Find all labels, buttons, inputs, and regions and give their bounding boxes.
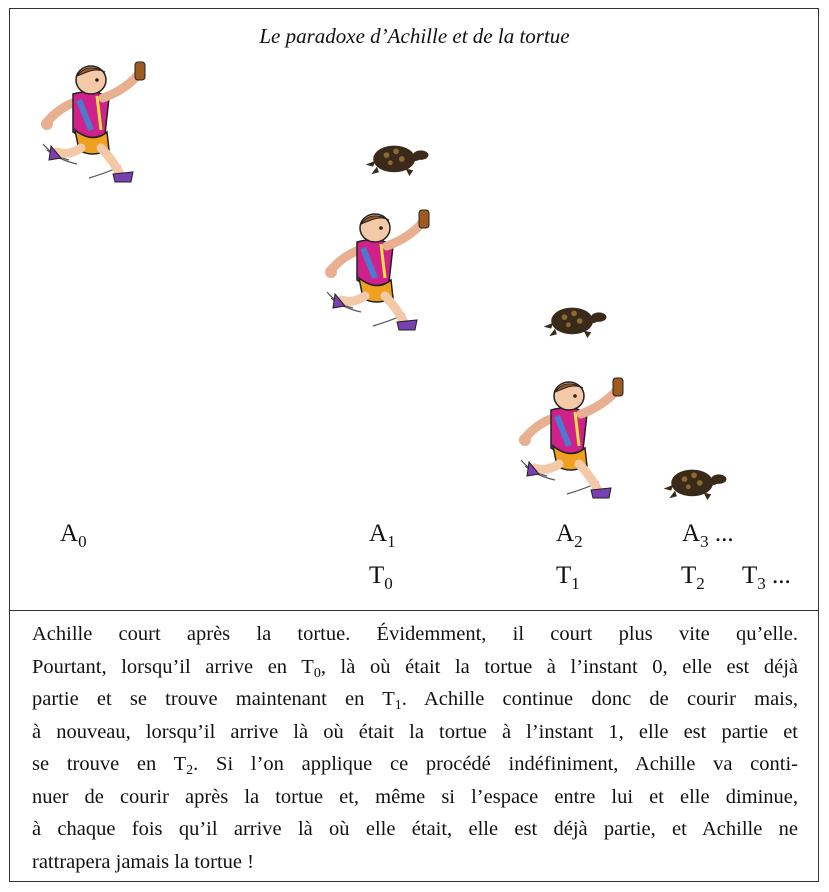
paragraph-line: partie et se trouve maintenant en T1. Ac… [32,688,798,713]
figure-title: Le paradoxe d’Achille et de la tortue [259,24,570,48]
tortoise-position-label: T0 [369,562,393,593]
tortoise-icon [660,462,730,502]
tortoise-icon [362,138,432,178]
tortoise-icon [540,300,610,340]
paragraph-line: Pourtant, lorsqu’il arrive en T0, là où … [32,655,799,681]
paragraph-line: se trouve en T2. Si l’on applique ce pro… [32,753,798,778]
achilles-position-label: A0 [60,520,87,551]
paragraph-line: à chaque fois qu’il arrive là où elle ét… [32,818,798,840]
achilles-position-label: A2 [556,520,583,551]
tortoise-position-label: T3 ... [742,562,791,593]
figure-frame [9,8,819,882]
running-man-icon [318,208,438,333]
paragraph-line: Achille court après la tortue. Évidemmen… [32,623,798,645]
paragraph-line: à nouveau, lorsqu’il arrive là où était … [32,720,798,743]
achilles-position-label: A3 ... [682,520,734,551]
section-divider [9,610,819,611]
paragraph-line: rattrapera jamais la tortue ! [32,850,254,873]
paragraph-line: nuer de courir après la tortue et, même … [32,785,798,808]
running-man-icon [512,376,632,501]
paradox-explanation: Achille court après la tortue. Évidemmen… [32,618,798,878]
achilles-position-label: A1 [369,520,396,551]
tortoise-position-label: T2 [681,562,705,593]
running-man-icon [34,60,154,185]
tortoise-position-label: T1 [556,562,580,593]
